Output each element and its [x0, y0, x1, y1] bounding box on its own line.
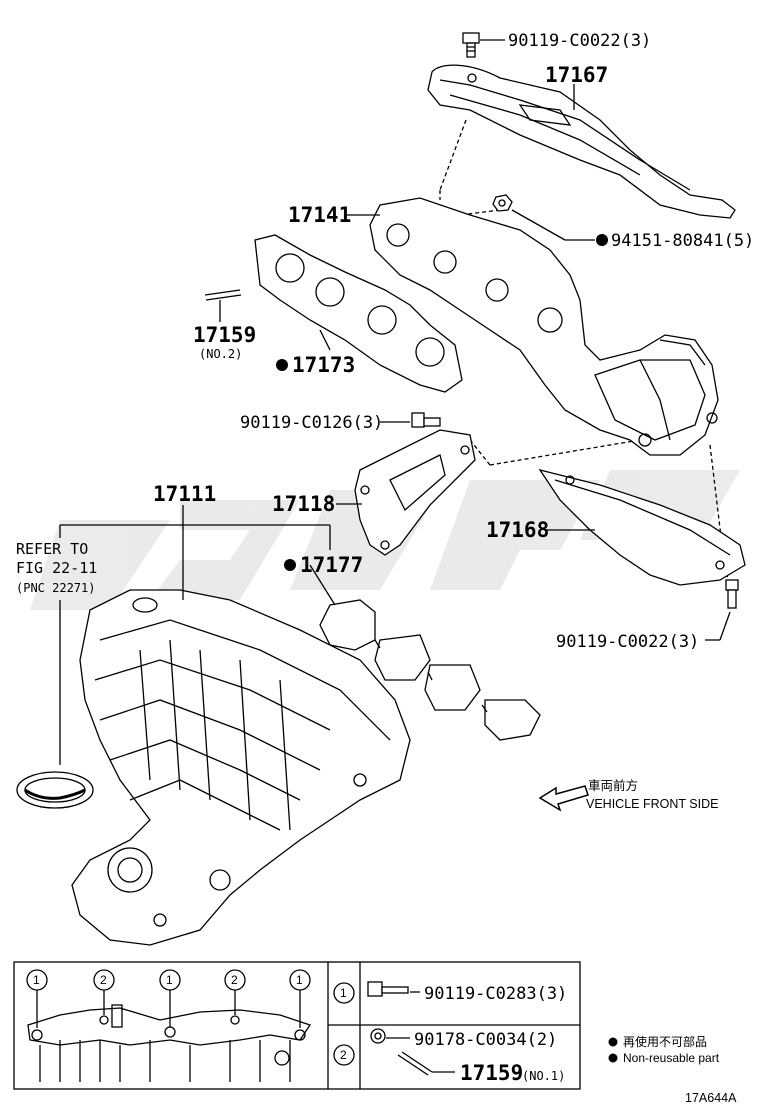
legend-circle-2a: 2 — [100, 973, 107, 987]
direction-en: VEHICLE FRONT SIDE — [586, 797, 718, 811]
bolt-icon-bottom — [725, 579, 739, 609]
legend-circle-1a: 1 — [33, 973, 40, 987]
label-90119-c0022-top: 90119-C0022(3) — [508, 31, 651, 51]
refer-line3: (PNC 22271) — [16, 581, 95, 595]
label-17111: 17111 — [153, 482, 216, 506]
label-17141: 17141 — [288, 203, 351, 227]
non-reusable-bullet — [284, 559, 296, 571]
label-17168: 17168 — [486, 518, 549, 542]
legend-bullet — [608, 1053, 618, 1063]
nut-icon — [492, 194, 513, 212]
legend-part-17159-suffix: (NO.1) — [522, 1069, 565, 1083]
label-17118: 17118 — [272, 492, 335, 516]
legend-circle-2b: 2 — [231, 973, 238, 987]
exhaust-gasket — [254, 234, 463, 393]
label-90119-c0022-bottom: 90119-C0022(3) — [556, 632, 699, 652]
bolt-icon-mid — [411, 412, 441, 428]
throttle-gasket-ring — [16, 771, 94, 809]
note-jp: 再使用不可部品 — [623, 1034, 707, 1049]
refer-line1: REFER TO — [16, 540, 88, 558]
legend-circle-1b: 1 — [166, 973, 173, 987]
stud-icon — [204, 289, 242, 301]
intake-gasket — [319, 599, 541, 741]
refer-line2: FIG 22-11 — [16, 559, 97, 577]
legend-circle-1-key: 1 — [340, 986, 347, 1000]
label-94151: 94151-80841(5) — [611, 231, 754, 251]
exhaust-manifold — [369, 197, 719, 456]
legend-circle-2-key: 2 — [340, 1048, 347, 1062]
non-reusable-bullet — [596, 234, 608, 246]
legend-part-17159: 17159 — [460, 1061, 523, 1085]
legend-circle-1c: 1 — [296, 973, 303, 987]
bracket-17118 — [354, 429, 476, 556]
legend-bullet — [608, 1037, 618, 1047]
bolt-icon-top — [462, 32, 480, 58]
legend-part-90178-c0034: 90178-C0034(2) — [414, 1030, 557, 1050]
label-17159-no2: (NO.2) — [199, 347, 242, 361]
intake-manifold — [71, 589, 411, 946]
note-en: Non-reusable part — [623, 1051, 720, 1065]
direction-jp: 車両前方 — [588, 778, 638, 793]
non-reusable-bullet — [276, 359, 288, 371]
legend-part-90119-c0283: 90119-C0283(3) — [424, 984, 567, 1004]
front-arrow-icon — [538, 785, 589, 812]
label-17159-top: 17159 — [193, 323, 256, 347]
legend-box — [13, 961, 581, 1090]
label-17167: 17167 — [545, 63, 608, 87]
label-17173: 17173 — [292, 353, 355, 377]
label-17177: 17177 — [300, 553, 363, 577]
label-90119-c0126: 90119-C0126(3) — [240, 413, 383, 433]
figure-id: 17A644A — [685, 1091, 737, 1105]
